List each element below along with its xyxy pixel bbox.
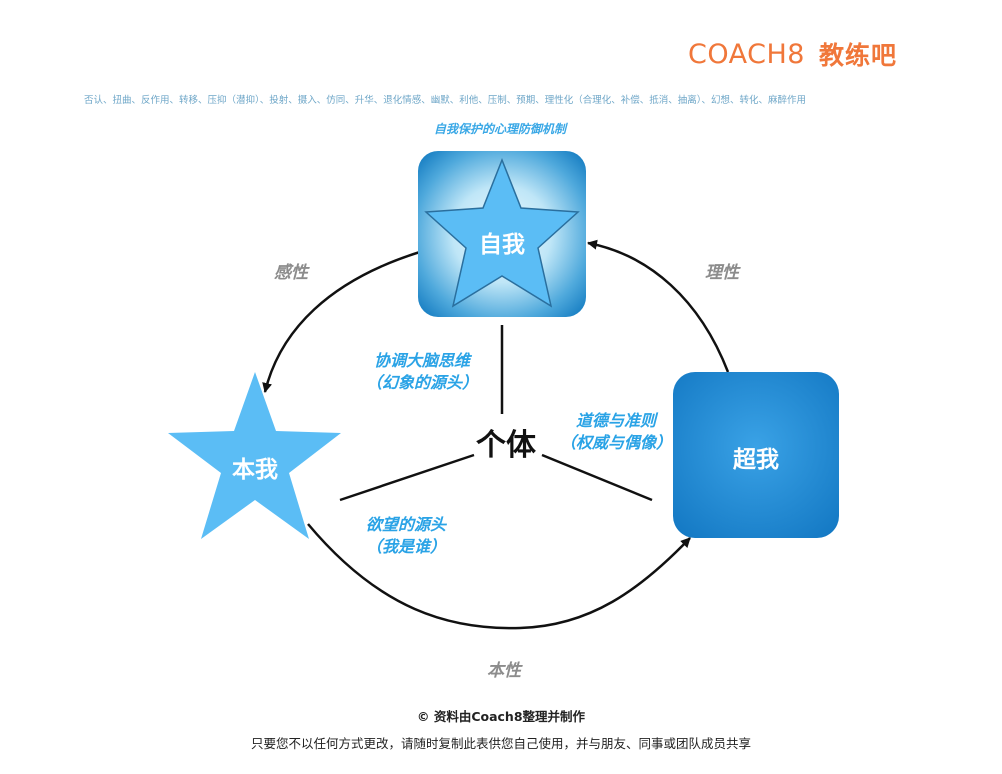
superego-box	[673, 372, 839, 538]
arc-ego-to-id	[262, 250, 421, 393]
ego-annotation: 协调大脑思维 （幻象的源头）	[352, 350, 492, 394]
center-individual-label: 个体	[476, 428, 536, 463]
id-annotation: 欲望的源头 （我是谁）	[336, 514, 476, 558]
footer-usage-note: 只要您不以任何方式更改，请随时复制此表供您自己使用，并与朋友、同事或团队成员共享	[250, 736, 751, 751]
superego-annotation: 道德与准则 （权威与偶像）	[546, 410, 686, 454]
arc-id-to-superego	[307, 523, 691, 630]
coach8-logo: COACH8 教练吧	[688, 34, 897, 74]
arc-label-emotion: 感性	[274, 263, 308, 283]
line-id-center	[339, 453, 475, 502]
ego-label: 自我	[479, 232, 525, 258]
ego-star	[424, 157, 580, 308]
line-superego-center	[541, 453, 653, 502]
ego-annotation-line2: （幻象的源头）	[365, 373, 478, 392]
footer-credit: © 资料由Coach8整理并制作	[416, 709, 586, 724]
id-annotation-line2: （我是谁）	[365, 537, 446, 556]
ego-annotation-line1: 协调大脑思维	[373, 351, 470, 370]
arc-label-reason: 理性	[705, 263, 739, 283]
id-annotation-line1: 欲望的源头	[365, 515, 446, 534]
arc-label-nature: 本性	[487, 661, 521, 681]
defense-mechanisms-list: 否认、扭曲、反作用、转移、压抑（潜抑）、投射、摄入、仿同、升华、退化情感、幽默、…	[84, 95, 807, 106]
arc-superego-to-ego	[587, 239, 730, 373]
diagram-subtitle: 自我保护的心理防御机制	[433, 122, 566, 136]
logo-chinese-text: 教练吧	[818, 41, 897, 70]
superego-label: 超我	[733, 447, 779, 473]
id-star	[168, 372, 341, 539]
superego-annotation-line2: （权威与偶像）	[559, 433, 672, 452]
superego-annotation-line1: 道德与准则	[575, 411, 656, 430]
id-label: 本我	[232, 457, 278, 483]
logo-latin-text: COACH8	[688, 38, 805, 70]
